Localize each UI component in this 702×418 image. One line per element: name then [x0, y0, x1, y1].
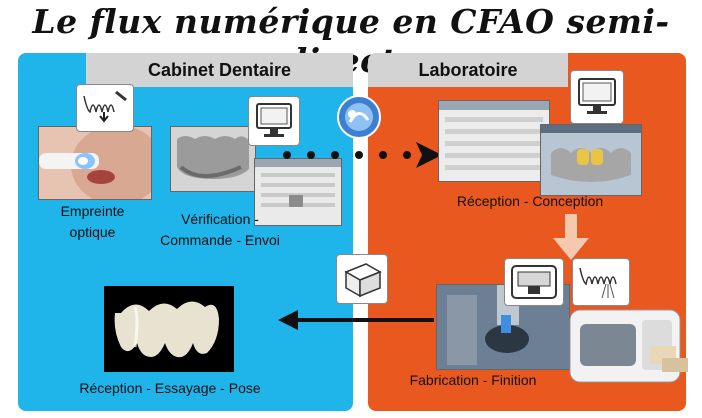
intraoral-scan-photo [38, 126, 152, 200]
verification-line-1: Vérification - [181, 211, 259, 227]
transfer-dot [355, 151, 363, 159]
dental-crown-photo [104, 286, 234, 372]
laboratoire-header: Laboratoire [368, 53, 568, 87]
reception-conception-label: Réception - Conception [456, 193, 604, 209]
teeth-scan-icon [76, 84, 134, 132]
computer-monitor-icon [570, 70, 624, 124]
empreinte-line-1: Empreinte [60, 203, 125, 219]
computer-monitor-icon [248, 96, 300, 146]
empreinte-label: Empreinte optique [40, 201, 145, 243]
transfer-dot [307, 151, 315, 159]
transfer-dot [283, 151, 291, 159]
reception-pose-label: Réception - Essayage - Pose [79, 380, 261, 396]
package-icon [336, 254, 388, 304]
milling-machine-photo [566, 306, 696, 386]
milling-machine-icon [504, 258, 564, 306]
fabrication-label: Fabrication - Finition [409, 372, 537, 388]
dental-model-photo [170, 126, 256, 192]
cloud-transfer-icon [336, 94, 382, 140]
empreinte-line-2: optique [69, 224, 116, 240]
milling-teeth-icon [572, 258, 630, 306]
transfer-dot [403, 151, 411, 159]
software-screenshot-right [438, 100, 550, 182]
verification-label: Vérification - Commande - Envoi [145, 209, 295, 251]
software-screenshot-left [254, 158, 342, 226]
milling-photo [436, 284, 570, 370]
cabinet-dentaire-header: Cabinet Dentaire [86, 53, 353, 87]
transfer-dot [379, 151, 387, 159]
transfer-arrowhead [416, 142, 442, 168]
return-arrow [278, 310, 434, 330]
down-arrow [553, 214, 589, 260]
transfer-dot [331, 151, 339, 159]
cad-design-photo [540, 124, 642, 196]
verification-line-2: Commande - Envoi [160, 232, 280, 248]
